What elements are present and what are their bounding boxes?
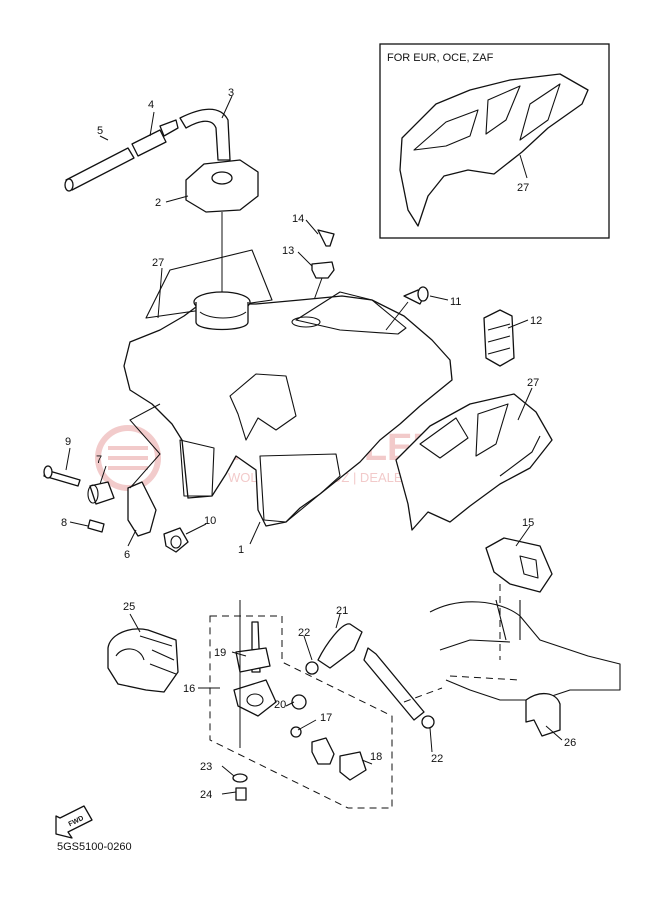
callout-5: 5 [97,125,103,137]
part-16-fuel-cock-assembly [209,600,393,809]
callout-26: 26 [564,737,576,749]
callout-25: 25 [123,601,135,613]
diagram-code: 5GS5100-0260 [57,841,132,853]
callout-23: 23 [200,761,212,773]
fuel-cock-lever [311,737,335,765]
callout-24: 24 [200,789,212,801]
callout-1: 1 [238,544,244,556]
part-20-o-ring [291,694,307,710]
tank-cutout [229,373,297,441]
part-1-fuel-tank [123,249,453,527]
tank-mount-hole [291,316,321,328]
part-12-clip [483,309,515,367]
inset-graphic-stripes [413,83,561,151]
part-11-bolt [385,286,429,331]
part-2-fuel-cap [185,159,259,292]
callout-9: 9 [65,436,71,448]
frame-outline [429,584,621,701]
callout-16: 16 [183,683,195,695]
part-15-bracket [485,537,553,593]
mount-leader-line [129,403,161,489]
callout-11: 11 [450,296,461,308]
callout-6: 6 [124,549,130,561]
callout-22-lower: 22 [431,753,443,765]
cap-center [211,171,233,185]
inset-leader [519,154,528,179]
tank-top-plate [295,291,407,335]
part-3-hose [179,108,231,161]
part-21-fuel-hose [317,623,443,721]
part-10-washer [163,527,189,553]
part-6-bracket [127,481,157,537]
callout-27-left: 27 [152,257,164,269]
callout-labels: 5 4 3 2 14 13 27 11 12 27 9 7 8 6 10 1 1… [61,87,576,801]
inset-frame [379,43,610,239]
fuel-cock-body [233,679,277,717]
callout-4: 4 [148,99,154,111]
callout-14: 14 [292,213,304,225]
fuel-cock-plate [339,751,367,781]
part-22-clips [305,661,435,729]
inset-title: FOR EUR, OCE, ZAF [387,52,494,64]
mount-hardware [43,403,189,553]
watermark-logo-stripes [108,446,148,470]
callout-18: 18 [370,751,382,763]
callout-8: 8 [61,517,67,529]
fwd-arrow-icon: FWD [55,805,93,839]
inset-side-cover [399,73,589,227]
part-5-hose [65,147,135,191]
callout-21: 21 [336,605,348,617]
part-4-joint [131,129,167,157]
leader-lines [65,95,563,795]
breather-assembly [64,108,231,192]
inset-box: FOR EUR, OCE, ZAF 27 [379,43,610,239]
callout-15: 15 [522,517,534,529]
callout-10: 10 [204,515,216,527]
fuel-cock-boundary [209,615,393,809]
part-8-bolt [87,519,105,533]
callout-7: 7 [96,454,102,466]
part-17-o-ring [290,726,302,738]
inset-callout-27: 27 [517,182,529,194]
callout-3: 3 [228,87,234,99]
callout-20: 20 [274,699,286,711]
part-23-washer [232,773,248,783]
callout-12: 12 [530,315,542,327]
part-25-cover [107,628,179,693]
part-5-hose-end [64,178,74,192]
callout-13: 13 [282,245,294,257]
part-26-protector [525,693,561,737]
part-24-bolt [235,787,247,801]
bolt-axis-line [385,301,409,331]
part-27-side-cover-right [395,393,553,531]
tank-filler-neck [195,302,249,331]
callout-17: 17 [320,712,332,724]
callout-2: 2 [155,197,161,209]
part-4-joint-tip [159,119,179,137]
callout-22-upper: 22 [298,627,310,639]
tank-lower-left [179,439,215,497]
part-14-screw [317,229,335,247]
callout-19: 19 [214,647,226,659]
tank-lower-right [259,453,341,523]
callout-27-right: 27 [527,377,539,389]
